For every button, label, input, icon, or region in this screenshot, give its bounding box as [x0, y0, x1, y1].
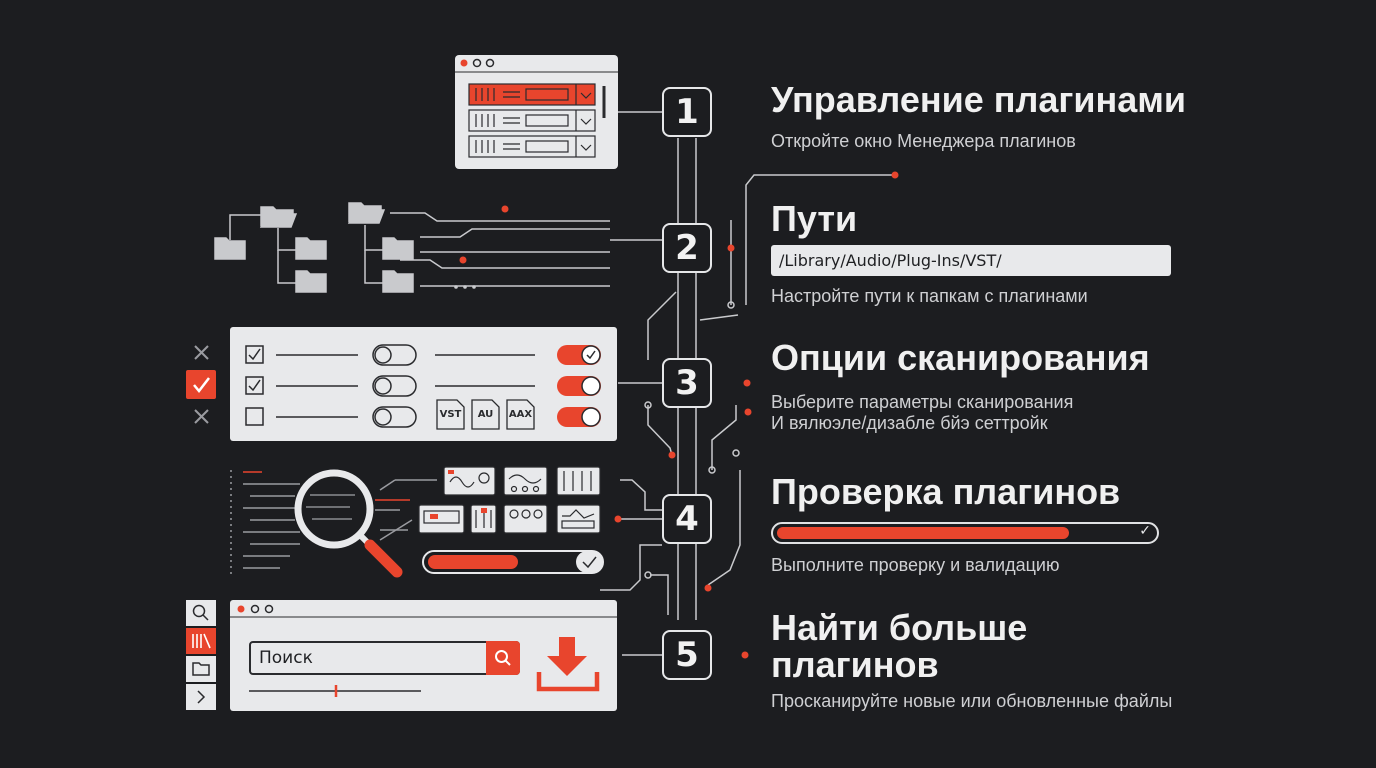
search-icon [495, 650, 511, 666]
plugin-verification-scene [230, 466, 604, 578]
check-icon: ✓ [1139, 523, 1151, 539]
search-button[interactable] [486, 641, 520, 675]
step-2-title: Пути [771, 198, 858, 239]
step-5-number: 5 [662, 630, 712, 680]
step-4-title: Проверка плагинов [771, 471, 1121, 512]
step-3-title: Опции сканирования [771, 337, 1150, 378]
step-5-description: Просканируйте новые или обновленные файл… [771, 691, 1173, 711]
step-4-number: 4 [662, 494, 712, 544]
download-icon [536, 637, 600, 692]
connector-dots [644, 301, 740, 579]
search-input[interactable]: Поиск [249, 641, 520, 675]
connector-lines [390, 111, 893, 656]
step-3-description: Выберите параметры сканирования [771, 392, 1074, 412]
vst-format-tag: VST [439, 409, 462, 420]
step-4-description: Выполните проверку и валидацию [771, 555, 1060, 575]
step-1-description: Откройте окно Менеджера плагинов [771, 131, 1076, 151]
glow-accents [459, 171, 899, 659]
au-format-tag: AU [477, 409, 494, 420]
step-1-title: Управление плагинами [771, 79, 1187, 120]
magnifier-icon [294, 469, 403, 578]
plugin-manager-window-icon [455, 55, 618, 169]
step-3-description-line2: И вялюэле/дизабле бйэ сеттройк [771, 413, 1048, 433]
step-5-title: Найти больше [771, 607, 1028, 648]
folder-tree-icon [214, 202, 476, 293]
verification-progress-bar: ✓ [771, 522, 1159, 544]
search-placeholder: Поиск [259, 648, 313, 668]
step-2-description: Настройте пути к папкам с плагинами [771, 286, 1088, 306]
scan-options-panel [186, 327, 617, 441]
step-1-number: 1 [662, 87, 712, 137]
step-3-number: 3 [662, 358, 712, 408]
step-5-title-line2: плагинов [771, 644, 939, 685]
step-2-number: 2 [662, 223, 712, 273]
aax-format-tag: AAX [508, 409, 533, 420]
plugin-path-field[interactable]: /Library/Audio/Plug-Ins/VST/ [771, 245, 1171, 276]
progress-fill [777, 527, 1069, 539]
